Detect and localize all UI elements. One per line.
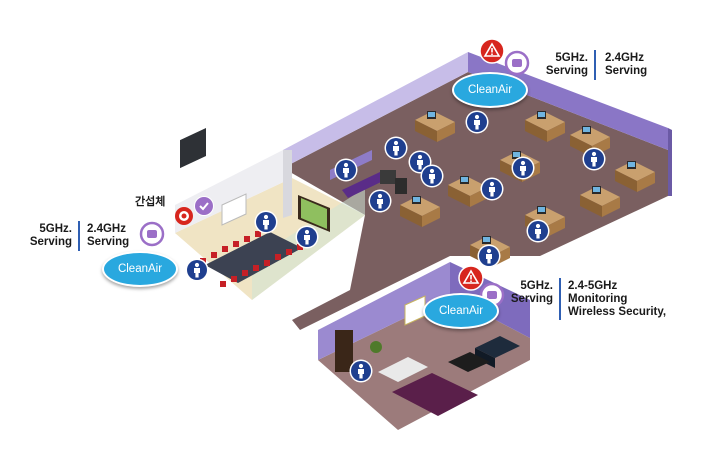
ap-left-band-right: 2.4GHz Serving (87, 223, 129, 249)
access-point-icon (504, 50, 530, 76)
ap-top-right-band-left: 5GHz. Serving (538, 52, 588, 78)
user-icon (480, 177, 504, 201)
label-separator (594, 50, 596, 80)
access-point-icon (139, 221, 165, 247)
lounge-sofa (475, 336, 520, 368)
ap-left-band-left: 5GHz. Serving (22, 223, 72, 249)
band-label: 2.4GHz (87, 223, 126, 235)
webcam-icon (175, 207, 193, 225)
label-separator (559, 278, 561, 320)
band-label: 5GHz. (555, 52, 588, 64)
user-icon (368, 189, 392, 213)
role-label: Serving (87, 236, 130, 248)
cleanair-badge-bottom: CleanAir (423, 293, 499, 329)
role-label: Monitoring (568, 293, 628, 305)
lounge-rug (392, 373, 478, 416)
lounge-floor (318, 296, 530, 430)
warning-icon (479, 38, 505, 64)
band-label: 5GHz. (39, 223, 72, 235)
plant (370, 341, 382, 353)
right-wall (668, 128, 672, 196)
cleanair-badge-left: CleanAir (102, 251, 178, 287)
tv-stand (378, 357, 428, 382)
back-wall-right (468, 52, 668, 150)
interferer-label: 간섭체 (135, 195, 166, 208)
band-label: 5GHz. (520, 280, 553, 292)
warning-icon (458, 265, 484, 291)
role-label: Wireless Security, (568, 306, 667, 318)
cleanair-badge-top-right: CleanAir (452, 72, 528, 108)
conference-divider-wall (283, 150, 292, 218)
user-icon (511, 156, 535, 180)
label-separator (78, 221, 80, 251)
user-icon (384, 136, 408, 160)
bookshelf (335, 330, 353, 372)
whiteboard (221, 193, 247, 226)
role-label: Serving (605, 65, 648, 77)
cabinet (395, 178, 407, 194)
user-icon (349, 359, 373, 383)
lobby-couch (342, 172, 385, 198)
band-label: 2.4-5GHz (568, 280, 618, 292)
user-icon (334, 158, 358, 182)
role-label: Serving (510, 293, 553, 305)
user-icon (582, 147, 606, 171)
user-icon (477, 244, 501, 268)
user-icon (295, 225, 319, 249)
printer (380, 170, 396, 184)
user-icon (465, 110, 489, 134)
role-label: Serving (29, 236, 72, 248)
user-icon (254, 210, 278, 234)
check-icon (194, 196, 214, 216)
ap-bottom-band-right: 2.4-5GHz Monitoring Wireless Security, (568, 280, 666, 319)
screen-left (180, 127, 206, 169)
conference-table (205, 232, 302, 283)
coffee-table (448, 352, 490, 372)
back-wall-left (283, 52, 468, 168)
ap-top-right-band-right: 2.4GHz Serving (605, 52, 647, 78)
user-icon (526, 219, 550, 243)
wall-painting (298, 195, 330, 232)
user-icon (185, 258, 209, 282)
role-label: Serving (545, 65, 588, 77)
user-icon (420, 164, 444, 188)
ap-bottom-band-left: 5GHz. Serving (505, 280, 553, 306)
band-label: 2.4GHz (605, 52, 644, 64)
